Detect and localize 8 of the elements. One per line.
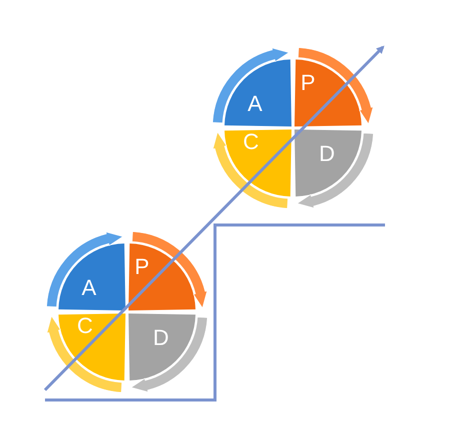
quadrant-letter: A: [82, 277, 96, 299]
quadrant-letter: P: [134, 256, 150, 278]
quadrant-letter: C: [243, 131, 259, 153]
quadrant-letter: C: [77, 315, 93, 337]
quadrant-letter: D: [319, 143, 335, 165]
quadrant-letter: A: [248, 93, 262, 115]
quadrant-letter: P: [300, 72, 316, 94]
quadrant-letter: D: [153, 327, 169, 349]
